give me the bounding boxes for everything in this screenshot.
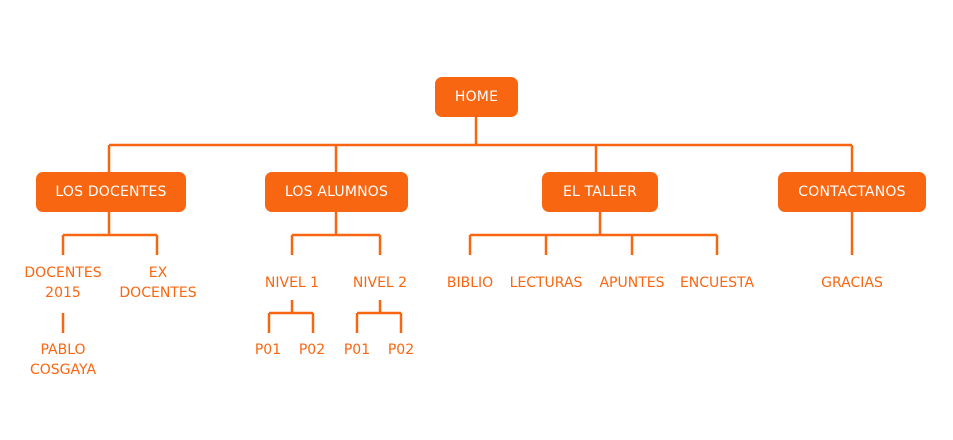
page-label-line: GRACIAS	[821, 275, 883, 291]
page-label-line: PABLO	[40, 342, 86, 358]
page-node-apuntes[interactable]: APUNTES	[599, 273, 664, 293]
page-label-line: NIVEL 2	[352, 275, 408, 291]
page-label-line: P01	[343, 342, 371, 358]
home-label: HOME	[454, 89, 499, 105]
section-node-el-taller[interactable]: EL TALLER	[542, 172, 658, 212]
page-node-nivel-1[interactable]: NIVEL 1	[265, 273, 319, 293]
page-label-line: APUNTES	[599, 275, 665, 291]
page-label-line: NIVEL 1	[264, 275, 320, 291]
section-label: EL TALLER	[562, 184, 638, 200]
page-label-line: DOCENTES	[24, 265, 102, 281]
page-label-line: LECTURAS	[509, 275, 583, 291]
section-node-los-docentes[interactable]: LOS DOCENTES	[36, 172, 186, 212]
page-node-nivel-2-p02[interactable]: P02	[388, 340, 414, 360]
page-label-line: ENCUESTA	[679, 275, 755, 291]
section-label: LOS DOCENTES	[55, 184, 167, 200]
page-node-pablo-cosgaya[interactable]: PABLO COSGAYA	[30, 340, 96, 380]
page-label-line: P01	[254, 342, 282, 358]
page-label-line: 2015	[45, 285, 81, 301]
page-node-docentes-2015[interactable]: DOCENTES 2015	[24, 263, 101, 303]
page-node-lecturas[interactable]: LECTURAS	[510, 273, 583, 293]
page-node-encuesta[interactable]: ENCUESTA	[680, 273, 754, 293]
page-label-line: DOCENTES	[119, 285, 197, 301]
section-node-contactanos[interactable]: CONTACTANOS	[778, 172, 926, 212]
page-label-line: P02	[298, 342, 326, 358]
page-node-nivel-2-p01[interactable]: P01	[344, 340, 370, 360]
page-label-line: BIBLIO	[446, 275, 494, 291]
section-node-los-alumnos[interactable]: LOS ALUMNOS	[265, 172, 408, 212]
page-node-biblio[interactable]: BIBLIO	[447, 273, 493, 293]
section-label: CONTACTANOS	[798, 184, 906, 200]
page-node-nivel-1-p02[interactable]: P02	[299, 340, 325, 360]
section-label: LOS ALUMNOS	[284, 184, 389, 200]
page-label-line: EX	[148, 265, 168, 281]
page-label-line: COSGAYA	[29, 362, 97, 378]
page-node-nivel-2[interactable]: NIVEL 2	[353, 273, 407, 293]
home-node[interactable]: HOME	[435, 77, 518, 117]
page-node-nivel-1-p01[interactable]: P01	[255, 340, 281, 360]
page-label-line: P02	[387, 342, 415, 358]
page-node-ex-docentes[interactable]: EX DOCENTES	[119, 263, 196, 303]
page-node-gracias[interactable]: GRACIAS	[821, 273, 883, 293]
